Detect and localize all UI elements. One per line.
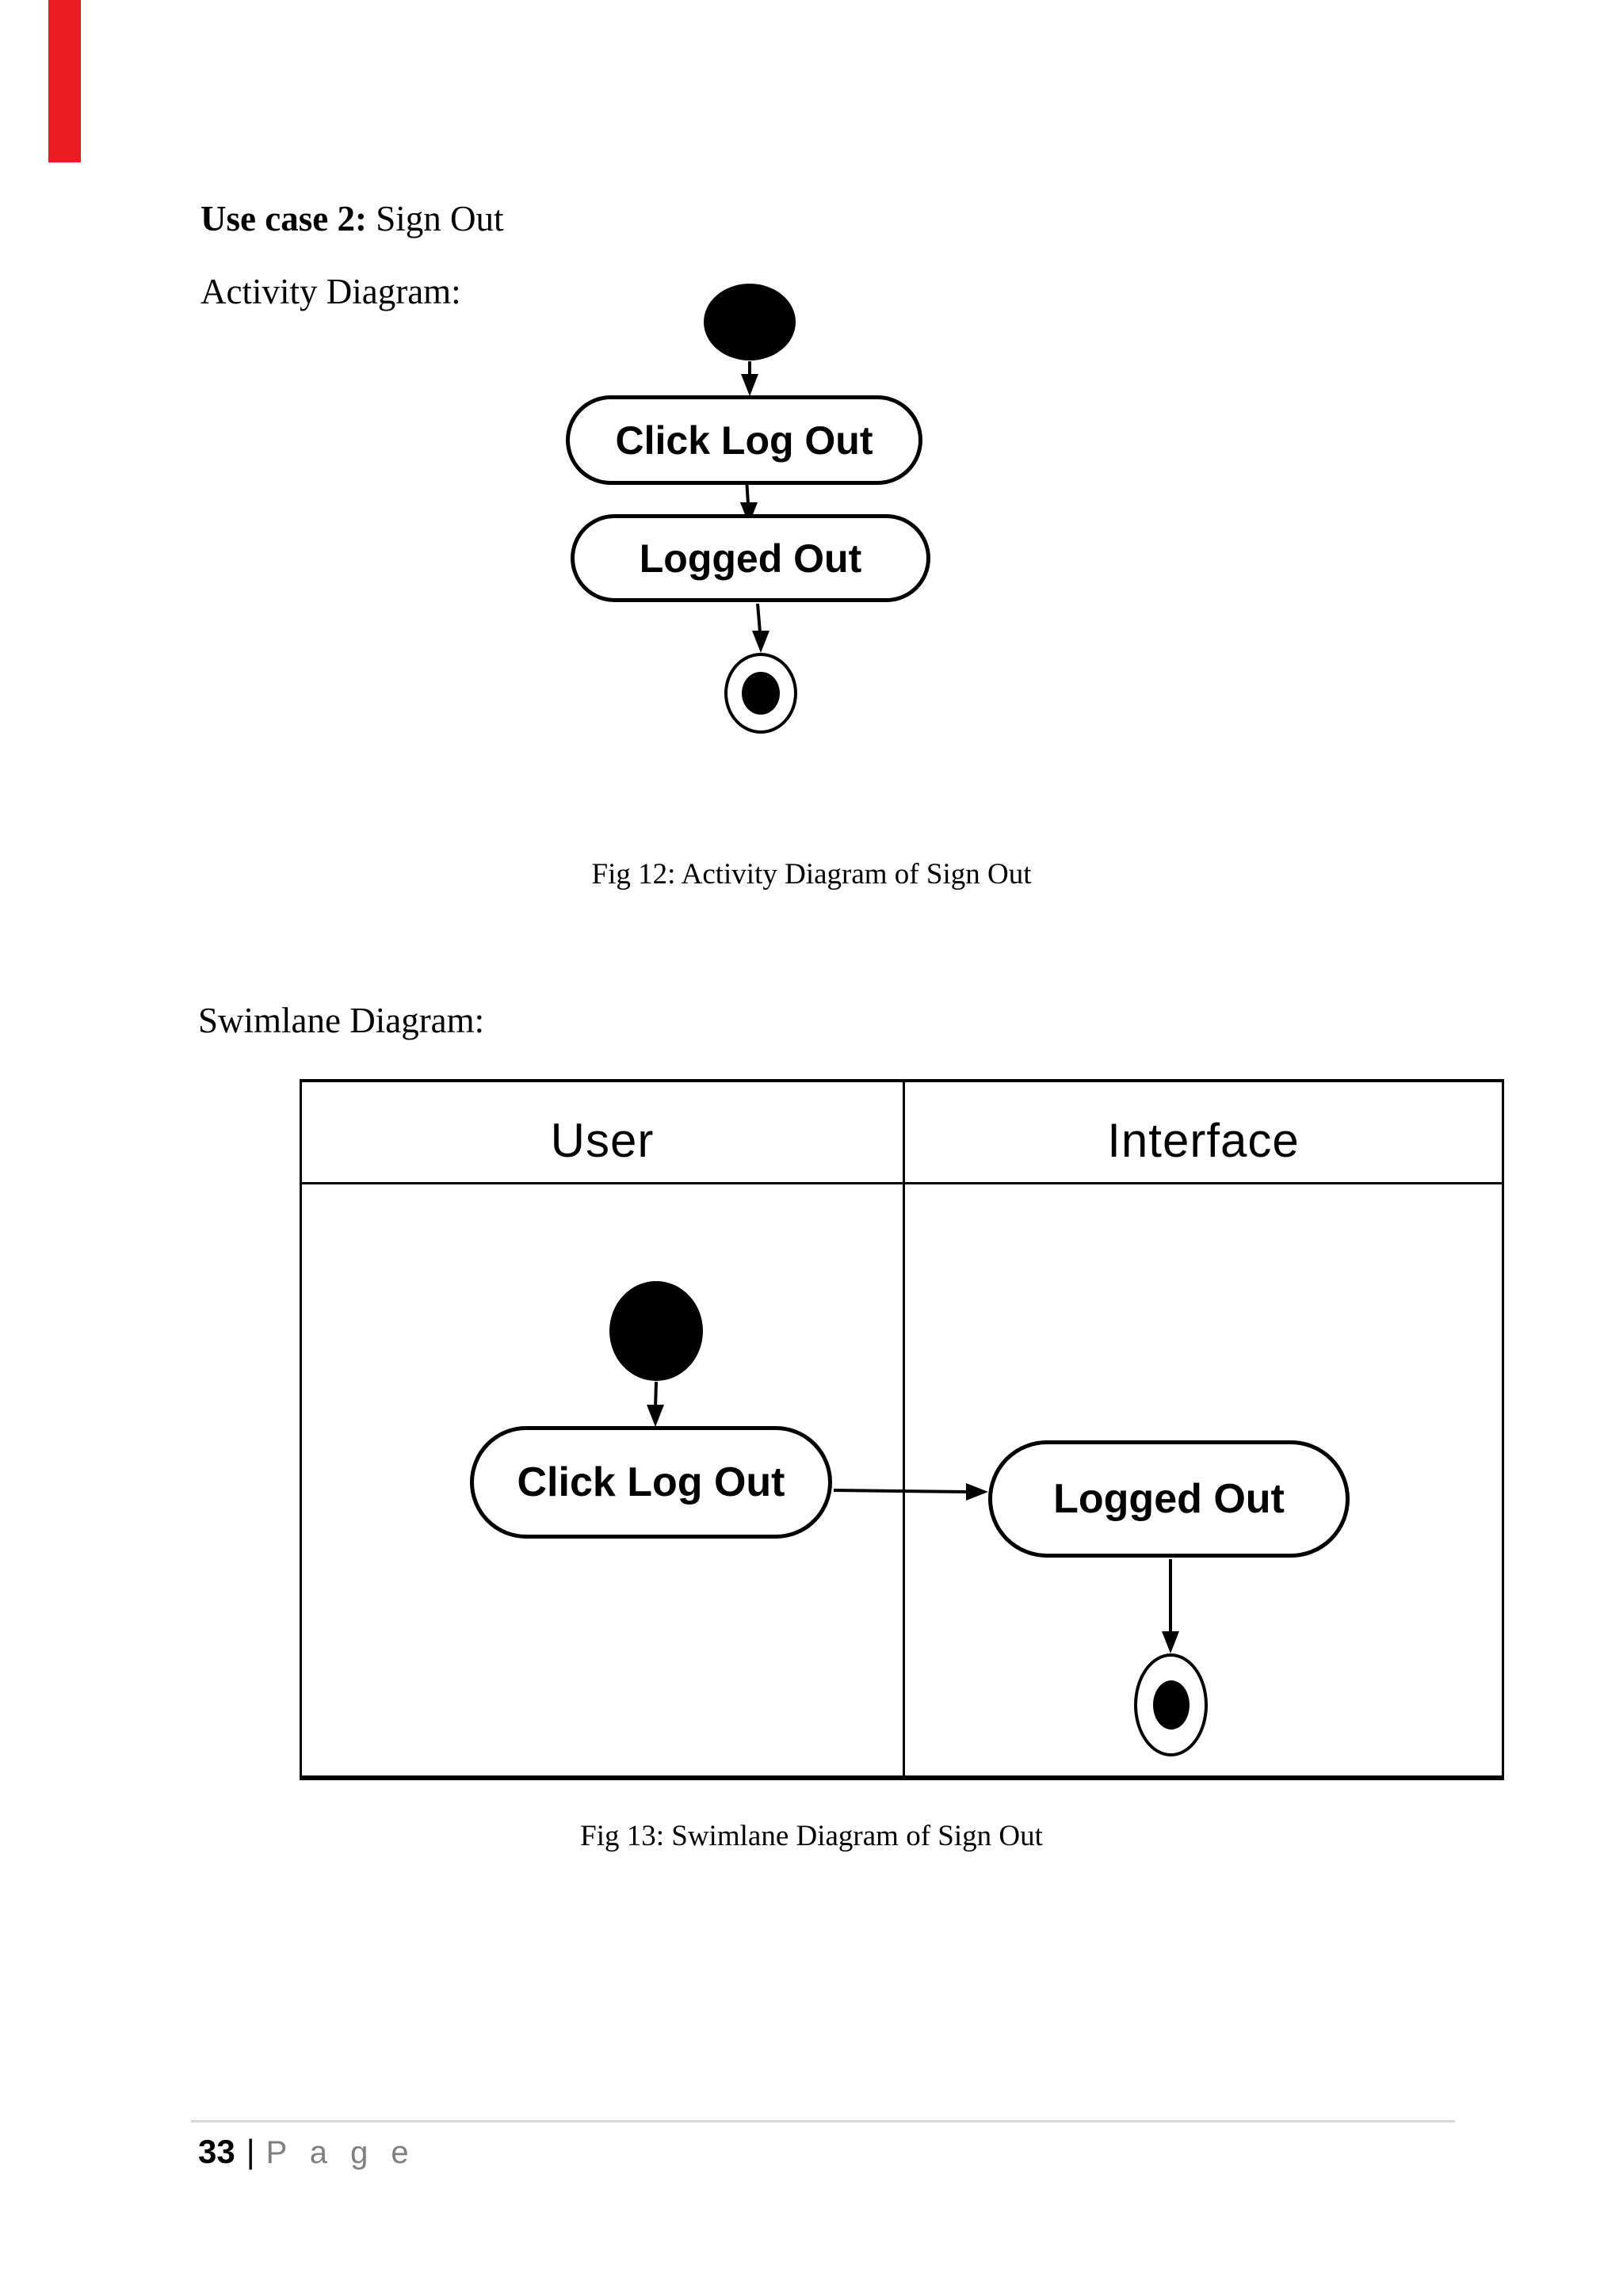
swimlane-action-logged-out: Logged Out xyxy=(988,1440,1350,1558)
lane-title-user: User xyxy=(302,1104,903,1176)
red-corner-mark xyxy=(48,0,81,162)
activity-arrow-start-to-click xyxy=(741,361,758,396)
lane-title-interface: Interface xyxy=(905,1104,1502,1176)
activity-diagram-heading: Activity Diagram: xyxy=(200,272,461,311)
fig13-caption: Fig 13: Swimlane Diagram of Sign Out xyxy=(580,1820,1043,1852)
activity-start-node xyxy=(704,284,796,360)
swimlane-header-rule xyxy=(300,1182,1504,1184)
page-footer: 33 | P a g e xyxy=(198,2133,416,2171)
use-case-heading-bold: Use case 2: xyxy=(200,199,367,238)
fig12-caption: Fig 12: Activity Diagram of Sign Out xyxy=(591,858,1032,891)
swimlane-action-logged-out-label: Logged Out xyxy=(1053,1476,1285,1522)
footer-page-number: 33 xyxy=(198,2133,235,2170)
footer-separator: | xyxy=(246,2133,255,2170)
footer-rule xyxy=(191,2120,1455,2122)
activity-final-node xyxy=(724,653,797,734)
use-case-heading-rest: Sign Out xyxy=(366,199,504,238)
swimlane-diagram-heading: Swimlane Diagram: xyxy=(198,1001,485,1040)
swimlane-lane-divider xyxy=(903,1082,905,1775)
activity-final-node-dot xyxy=(742,672,780,715)
lane-title-user-label: User xyxy=(550,1113,655,1167)
activity-arrow-logged-to-final xyxy=(752,603,769,653)
activity-action-logged-out-label: Logged Out xyxy=(639,536,862,581)
swimlane-action-click-log-out: Click Log Out xyxy=(470,1426,832,1539)
activity-action-click-log-out: Click Log Out xyxy=(566,395,922,485)
lane-title-interface-label: Interface xyxy=(1107,1113,1300,1167)
swimlane-final-node xyxy=(1134,1653,1208,1756)
swimlane-start-node xyxy=(609,1281,703,1381)
activity-action-click-log-out-label: Click Log Out xyxy=(615,418,873,463)
swimlane-table: User Interface xyxy=(300,1079,1504,1780)
use-case-heading: Use case 2: Sign Out xyxy=(200,199,504,239)
activity-action-logged-out: Logged Out xyxy=(571,514,930,602)
swimlane-action-click-log-out-label: Click Log Out xyxy=(517,1459,785,1505)
swimlane-final-node-dot xyxy=(1152,1680,1190,1730)
footer-page-label: P a g e xyxy=(265,2135,416,2170)
